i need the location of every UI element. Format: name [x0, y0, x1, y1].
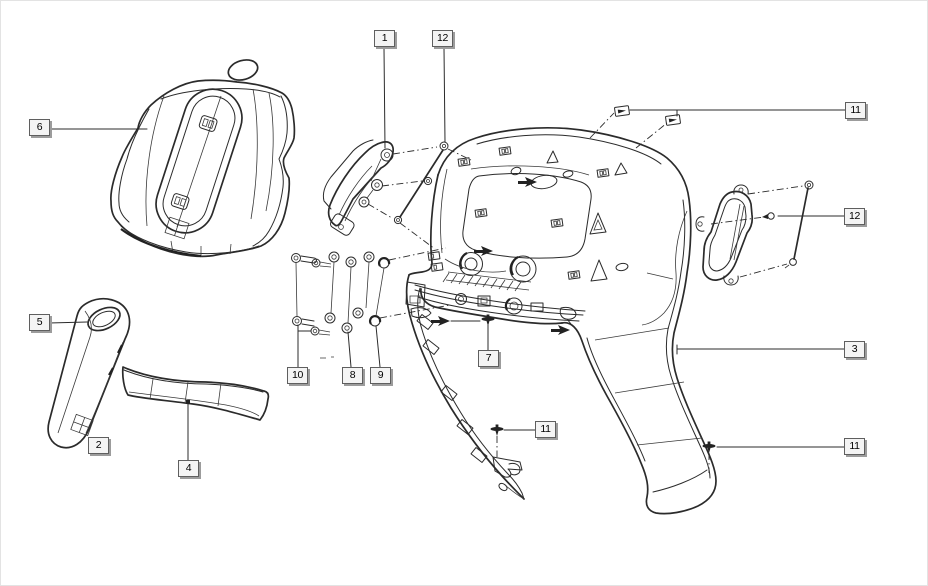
screw-7	[481, 314, 495, 326]
part-11-clips-top	[590, 106, 681, 148]
left-edge-clips	[417, 315, 487, 463]
callout-1: 1	[374, 30, 395, 47]
part-5-2-side-cover	[48, 299, 129, 448]
part-12-handle	[696, 181, 813, 285]
callout-2: 2	[88, 437, 109, 454]
callout-3: 3	[844, 341, 865, 358]
clip-boss	[171, 193, 190, 210]
callout-11-bottom-right: 11	[844, 438, 865, 455]
leader-lines	[49, 48, 845, 460]
part-1-bracket	[323, 140, 393, 237]
callout-12-top: 12	[432, 30, 453, 47]
part-6-inner-cover	[111, 57, 295, 257]
screw-11-bottom-left	[490, 424, 504, 458]
callout-6: 6	[29, 119, 50, 136]
part-12-screws-left	[368, 142, 471, 249]
callout-8: 8	[342, 367, 363, 384]
panel-clips	[428, 147, 609, 279]
callout-10: 10	[287, 367, 308, 384]
screw-11-bottom-right	[702, 441, 716, 474]
callout-11-top-right: 11	[845, 102, 866, 119]
part-3-front-panel	[406, 128, 716, 514]
gasket-ring	[226, 57, 260, 84]
push-screws	[481, 314, 716, 474]
callout-4: 4	[178, 460, 199, 477]
ribbed-band	[443, 272, 531, 291]
fastener-group	[292, 248, 451, 358]
callout-12-right: 12	[844, 208, 865, 225]
callout-9: 9	[370, 367, 391, 384]
clip-boss	[199, 115, 218, 132]
fastener-arrows	[431, 177, 570, 335]
callout-7: 7	[478, 350, 499, 367]
callout-5: 5	[29, 314, 50, 331]
part-4-trim-strip	[123, 367, 269, 420]
callout-11-bottom-left: 11	[535, 421, 556, 438]
